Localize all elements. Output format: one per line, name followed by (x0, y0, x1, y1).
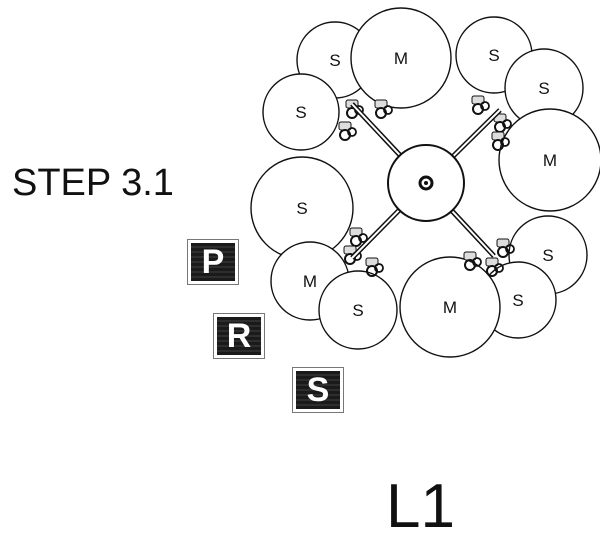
ornament-size-label: M (394, 49, 408, 68)
ornament-small: S (318, 270, 398, 350)
ornament-size-label: M (303, 272, 317, 291)
ornament-size-label: S (542, 246, 553, 265)
ornament-medium: M (498, 108, 600, 212)
tile-s: S (293, 368, 343, 412)
ornament-ball (262, 73, 340, 151)
ornament-size-label: S (296, 199, 307, 218)
ornament-size-label: S (329, 51, 340, 70)
center-hub (387, 144, 465, 222)
ornament-size-label: S (512, 291, 523, 310)
ornament-hook (491, 131, 510, 151)
ornament-small: S (262, 73, 340, 151)
ornament-size-label: S (352, 301, 363, 320)
ornament-group: S M S S S M S S M S S M (250, 7, 600, 358)
ornament-ball (498, 108, 600, 212)
ornament-hook (338, 121, 357, 141)
ornament-hook (471, 95, 490, 115)
hub-dot (424, 181, 428, 185)
ornament-hook (485, 257, 504, 277)
ornament-ball (350, 7, 452, 109)
step-title: STEP 3.1 (12, 162, 174, 204)
ornament-size-label: M (443, 298, 457, 317)
ornament-small: S (250, 156, 354, 260)
ornament-medium: M (350, 7, 452, 109)
ornament-ball (399, 256, 501, 358)
ornament-size-label: M (543, 151, 557, 170)
ornament-hook (496, 238, 515, 258)
ornament-ball (318, 270, 398, 350)
figure-label: L1 (386, 472, 455, 541)
ornament-size-label: S (488, 46, 499, 65)
tile-r: R (214, 314, 264, 358)
ornament-hook (365, 257, 384, 277)
ornament-hook (349, 227, 368, 247)
ornament-hook (463, 251, 482, 271)
ornament-hook (374, 99, 393, 119)
ornament-size-label: S (295, 103, 306, 122)
ornament-size-label: S (538, 79, 549, 98)
ornament-medium: M (399, 256, 501, 358)
tile-p: P (188, 240, 238, 284)
